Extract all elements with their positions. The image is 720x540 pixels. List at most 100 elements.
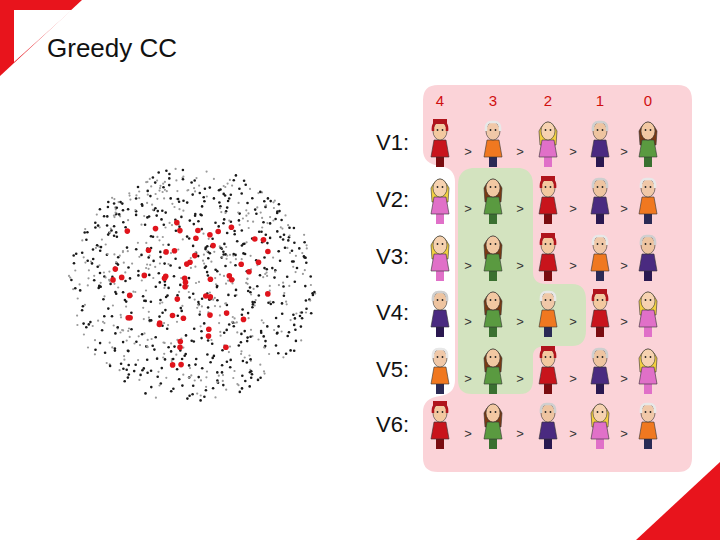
scatter-dot bbox=[292, 266, 294, 268]
figure-part bbox=[437, 411, 439, 413]
scatter-dot bbox=[99, 342, 102, 345]
scatter-dot-red bbox=[195, 228, 201, 234]
scatter-dot bbox=[113, 324, 115, 326]
scatter-dot bbox=[249, 336, 252, 339]
scatter-dot bbox=[165, 296, 168, 299]
scatter-dot bbox=[123, 262, 125, 264]
scatter-dot bbox=[234, 317, 236, 319]
scatter-dot bbox=[124, 271, 126, 273]
scatter-dot bbox=[149, 195, 152, 198]
figure-part bbox=[645, 356, 647, 358]
scatter-dot bbox=[263, 346, 265, 348]
figure-part bbox=[602, 299, 604, 301]
scatter-dot bbox=[152, 260, 155, 263]
scatter-dot bbox=[138, 379, 140, 381]
figure-part bbox=[490, 299, 492, 301]
scatter-dot bbox=[105, 243, 107, 245]
scatter-dot bbox=[182, 374, 184, 376]
scatter-dot bbox=[190, 374, 192, 376]
rank-number: 2 bbox=[544, 93, 552, 108]
scatter-dot bbox=[157, 210, 160, 213]
scatter-dot bbox=[285, 301, 287, 303]
scatter-dot bbox=[159, 187, 161, 189]
scatter-dot bbox=[305, 299, 308, 302]
scatter-dot bbox=[127, 330, 129, 332]
scatter-dot bbox=[241, 374, 244, 377]
scatter-dot bbox=[127, 349, 130, 352]
scatter-dot bbox=[229, 179, 231, 181]
scatter-dot bbox=[96, 265, 99, 268]
scatter-dot bbox=[278, 203, 281, 206]
scatter-dot bbox=[199, 192, 202, 195]
scatter-dot bbox=[146, 216, 149, 219]
scatter-dot bbox=[117, 286, 119, 288]
scatter-dot bbox=[255, 299, 257, 301]
voter-figure bbox=[539, 122, 557, 167]
scatter-dot bbox=[286, 276, 289, 279]
scatter-dot bbox=[229, 359, 232, 362]
scatter-dot bbox=[127, 266, 130, 269]
scatter-dot bbox=[246, 361, 249, 364]
scatter-dot bbox=[106, 362, 108, 364]
scatter-dot bbox=[135, 340, 138, 343]
scatter-dot bbox=[272, 301, 275, 304]
scatter-dot bbox=[161, 210, 164, 213]
scatter-dot bbox=[206, 195, 208, 197]
scatter-dot-red bbox=[163, 249, 169, 255]
voter-figure bbox=[639, 236, 657, 281]
scatter-dot bbox=[244, 356, 246, 358]
scatter-dot bbox=[140, 224, 142, 226]
scatter-dot bbox=[107, 253, 109, 255]
scatter-dot bbox=[214, 396, 216, 398]
scatter-dot bbox=[186, 397, 189, 400]
scatter-dot bbox=[298, 247, 301, 250]
scatter-dot bbox=[168, 173, 171, 176]
scatter-dot bbox=[225, 302, 227, 304]
scatter-dot bbox=[149, 178, 151, 180]
scatter-dot-red bbox=[125, 315, 131, 321]
voter-figure bbox=[591, 349, 609, 394]
scatter-dot bbox=[269, 200, 272, 203]
scatter-dot-red bbox=[181, 315, 187, 321]
scatter-dot bbox=[241, 258, 243, 260]
scatter-dot bbox=[121, 329, 123, 331]
scatter-dot bbox=[165, 377, 167, 379]
figure-part bbox=[650, 243, 652, 245]
scatter-dot bbox=[163, 322, 165, 324]
scatter-dot bbox=[257, 338, 259, 340]
figure-part bbox=[539, 422, 557, 439]
scatter-dot bbox=[214, 277, 216, 279]
scatter-dot bbox=[164, 284, 167, 287]
figure-part bbox=[593, 404, 607, 422]
scatter-dot bbox=[209, 361, 212, 364]
figure-part bbox=[433, 236, 447, 254]
scatter-dot bbox=[194, 379, 196, 381]
scatter-dot bbox=[283, 234, 286, 237]
scatter-dot bbox=[147, 339, 149, 341]
scatter-dot bbox=[134, 291, 136, 293]
figure-part bbox=[539, 310, 557, 327]
voter-figure bbox=[639, 179, 657, 224]
scatter-dot bbox=[175, 179, 177, 181]
scatter-dot bbox=[226, 232, 228, 234]
figure-part bbox=[645, 299, 647, 301]
scatter-dot bbox=[221, 371, 224, 374]
scatter-dot bbox=[74, 287, 77, 290]
figure-part bbox=[437, 299, 439, 301]
scatter-dot bbox=[276, 230, 279, 233]
scatter-dot bbox=[181, 384, 184, 387]
scatter-dot bbox=[126, 340, 128, 342]
figure-part bbox=[593, 349, 607, 358]
scatter-dot bbox=[284, 214, 286, 216]
scatter-dot bbox=[249, 286, 252, 289]
scatter-dot bbox=[240, 350, 242, 352]
corner-triangle bbox=[636, 462, 720, 540]
scatter-dot bbox=[265, 233, 268, 236]
scatter-dot bbox=[145, 267, 147, 269]
scatter-dot bbox=[222, 374, 224, 376]
scatter-dot bbox=[116, 326, 119, 329]
scatter-dot bbox=[303, 234, 305, 236]
figure-part bbox=[541, 292, 555, 310]
figure-part bbox=[591, 422, 609, 439]
scatter-dot bbox=[250, 329, 252, 331]
